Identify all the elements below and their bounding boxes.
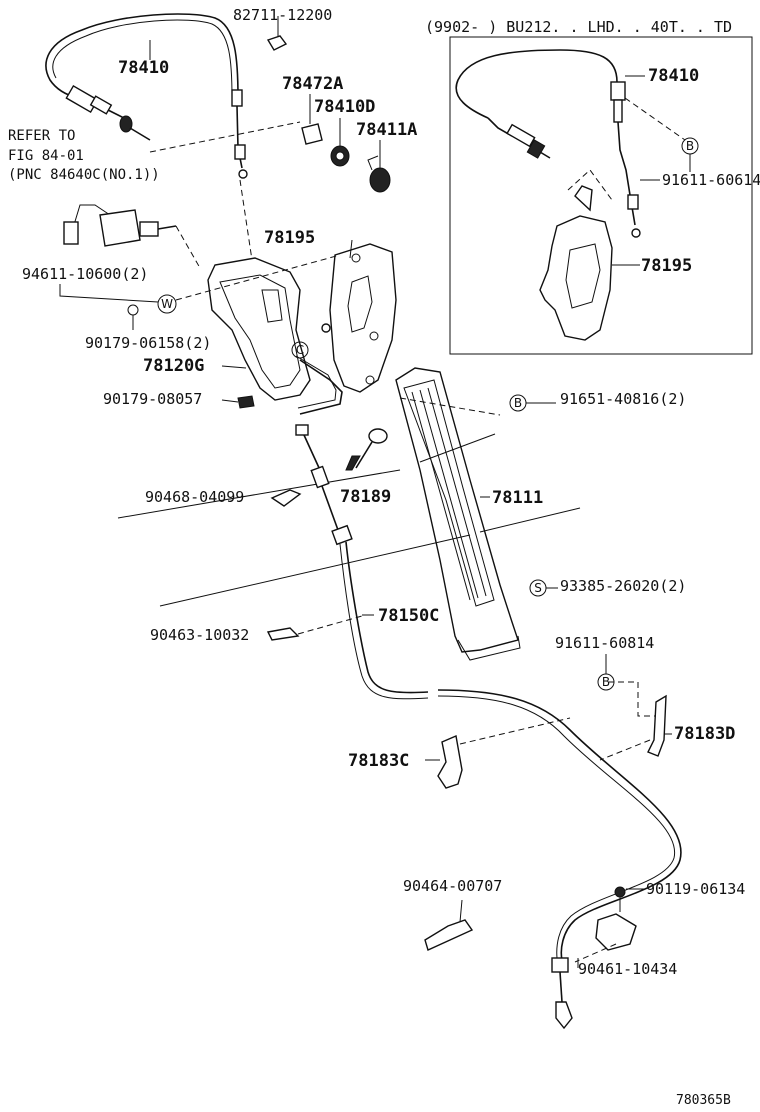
upper-cable-assembly — [45, 13, 391, 281]
refer-note-group: REFER TO FIG 84-01 (PNC 84640C(NO.1)) — [8, 128, 201, 269]
svg-text:B: B — [514, 396, 522, 410]
label-90461-10434: 90461-10434 — [578, 960, 677, 978]
clip-82711 — [266, 35, 288, 51]
refer-note-line3: (PNC 84640C(NO.1)) — [8, 167, 160, 183]
label-90119-06134: 90119-06134 — [646, 880, 745, 898]
label-78410: 78410 — [118, 58, 169, 78]
label-78195: 78195 — [264, 228, 315, 248]
label-94611-10600: 94611-10600(2) — [22, 265, 148, 283]
label-90179-08057: 90179-08057 — [103, 390, 202, 408]
label-78120g: 78120G — [143, 356, 204, 376]
part-78472a — [301, 123, 323, 145]
label-90468-04099: 90468-04099 — [145, 488, 244, 506]
pedal-pad-78111 — [395, 367, 519, 653]
clip-90468 — [270, 489, 302, 507]
inset-label-91611-60614: 91611-60614 — [662, 171, 760, 189]
inset-label-78195: 78195 — [641, 256, 692, 276]
bracket-78183c — [437, 735, 463, 789]
label-90464-00707: 90464-00707 — [403, 877, 502, 895]
inset-cable — [455, 49, 618, 119]
label-78183d: 78183D — [674, 724, 735, 744]
svg-text:W: W — [161, 297, 173, 311]
bracket-78183d — [647, 694, 667, 757]
refer-note-line1: REFER TO — [8, 128, 75, 144]
bracket-78195 — [329, 243, 397, 393]
clip-90464 — [424, 919, 474, 951]
symbol-c — [291, 341, 309, 359]
figure-code: 780365B — [676, 1093, 731, 1108]
clip-90463 — [266, 627, 300, 641]
label-90179-06158: 90179-06158(2) — [85, 334, 211, 352]
label-82711-12200: 82711-12200 — [233, 6, 332, 24]
housing-78120g — [207, 257, 311, 401]
inset-panel: (9902- ) BU212. . LHD. . 40T. . TD 78410… — [425, 18, 760, 355]
label-91651-40816: 91651-40816(2) — [560, 390, 686, 408]
accelerator-cable-upper — [45, 13, 239, 99]
bolt-90119 — [614, 886, 626, 898]
inset-note: (9902- ) BU212. . LHD. . 40T. . TD — [425, 18, 732, 36]
stop-light-switch — [99, 209, 141, 247]
pedal-lever-rod — [299, 359, 343, 415]
inset-pedal-bracket — [539, 215, 613, 341]
connector-plug — [63, 221, 79, 245]
label-93385-26020: 93385-26020(2) — [560, 577, 686, 595]
washer-94611 — [157, 294, 177, 314]
accelerator-pedal — [117, 367, 581, 661]
nut-90179-08057 — [237, 395, 255, 409]
callout-labels: 82711-12200 78410 78472A 78410D 78411A 7… — [22, 6, 745, 1108]
label-91611-60814: 91611-60814 — [555, 634, 654, 652]
pedal-bracket-assembly: W C — [127, 243, 397, 415]
svg-text:B: B — [686, 139, 694, 153]
label-78472a: 78472A — [282, 74, 343, 94]
accelerator-cable-lower — [345, 541, 429, 694]
inset-label-78410: 78410 — [648, 66, 699, 86]
svg-text:B: B — [602, 675, 610, 689]
label-78111: 78111 — [492, 488, 543, 508]
label-78411a: 78411A — [356, 120, 417, 140]
bolt-90179-06158 — [127, 304, 139, 316]
cable-end-lower — [555, 1001, 573, 1030]
label-78410d: 78410D — [314, 97, 375, 117]
clamp-90461 — [595, 913, 637, 951]
lower-cable-assembly — [266, 424, 682, 1030]
refer-note-line2: FIG 84-01 — [8, 148, 84, 164]
part-78411a — [369, 167, 391, 193]
inset-frame — [449, 36, 753, 355]
label-78183c: 78183C — [348, 751, 409, 771]
stopper-group — [270, 428, 388, 507]
label-78189: 78189 — [340, 487, 391, 507]
label-90463-10032: 90463-10032 — [150, 626, 249, 644]
stopper-78189 — [368, 428, 388, 444]
svg-text:C: C — [296, 343, 304, 357]
label-78150c: 78150C — [378, 606, 439, 626]
inset-cable-end — [506, 123, 536, 148]
svg-text:S: S — [534, 581, 542, 595]
